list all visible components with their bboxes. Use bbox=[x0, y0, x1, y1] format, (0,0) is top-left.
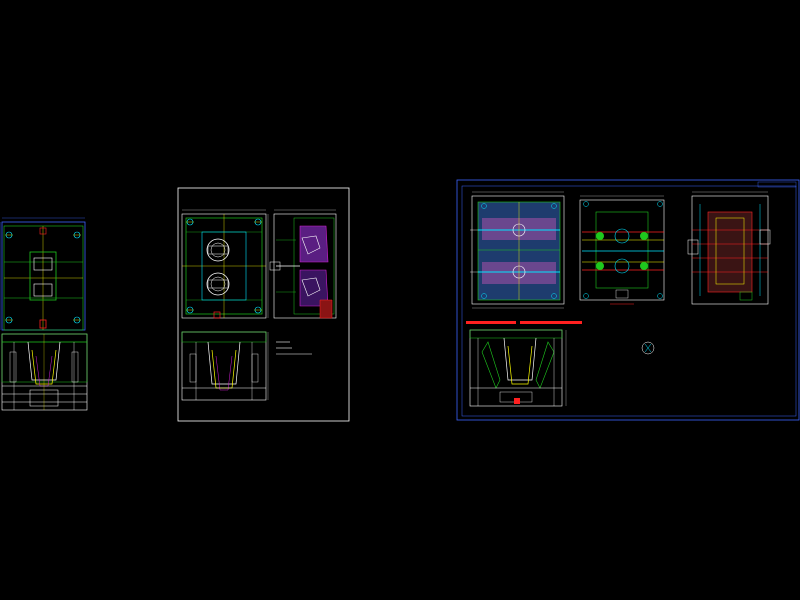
sheet-a-plan-view bbox=[0, 217, 86, 331]
sheet-c-side-view bbox=[687, 191, 771, 305]
sheet-c-title-tab bbox=[757, 181, 797, 188]
sheet-c-red-note bbox=[466, 321, 582, 324]
sheet-c-inner-frame bbox=[461, 185, 797, 417]
sheet-b-bottom-section bbox=[181, 331, 269, 401]
sheet-b-notes-marks bbox=[276, 341, 312, 355]
sheet-a-section-view bbox=[1, 333, 88, 411]
sheet-c bbox=[456, 179, 800, 421]
sheet-b-side-section bbox=[269, 209, 337, 319]
sheet-c-mid-view bbox=[579, 195, 665, 305]
sheet-c-detail-symbol bbox=[641, 341, 655, 355]
sheet-b-frame bbox=[177, 187, 350, 422]
sheet-b-plan-view bbox=[181, 209, 269, 319]
sheet-c-bottom-section bbox=[469, 329, 567, 407]
sheet-c-plan-view bbox=[470, 191, 565, 309]
sheet-b bbox=[177, 187, 350, 422]
sheet-c-outer-frame bbox=[456, 179, 800, 421]
sheet-a bbox=[0, 217, 88, 411]
